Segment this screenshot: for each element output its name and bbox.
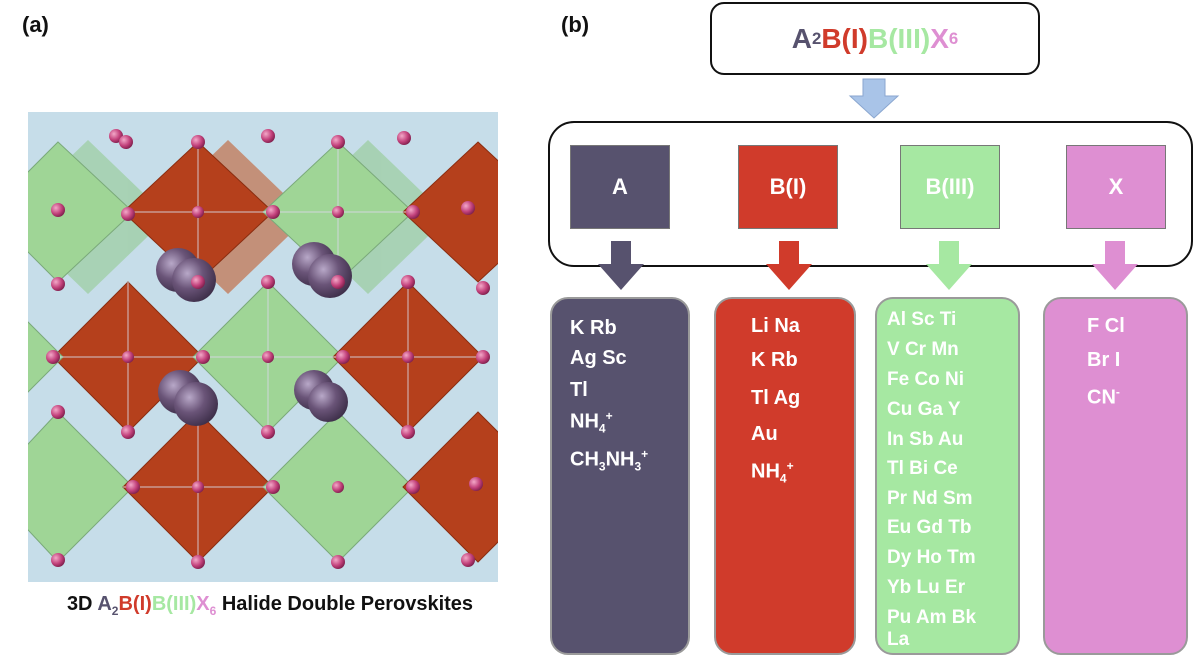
card-x-cn: CN [1087,386,1116,409]
card-b1-row: NH4+ [751,459,794,486]
card-b1-nh: NH [751,460,780,483]
card-a-ch-sub: 3 [598,459,606,474]
formula-a-sub: 2 [811,28,822,48]
card-x-row: F Cl [1087,315,1125,337]
down-arrow-icon [598,241,644,290]
card-b1-row: K Rb [751,349,798,371]
down-arrow-icon [926,241,972,290]
card-a-nh3: NH [605,448,635,471]
card-b3-row: Pr Nd Sm [887,488,973,509]
caption-b1: B(I) [118,593,152,615]
card-b1-row: Au [751,423,778,445]
card-a-nh: NH [570,410,599,433]
down-arrow-icon [766,241,812,290]
caption-a: A [97,593,112,615]
caption-x-sub: 6 [209,604,217,618]
card-a-row: NH4+ [570,409,613,436]
formula-a: A [791,22,812,54]
card-a-ch: CH [570,448,599,471]
panel-b-label: (b) [561,12,590,37]
caption-suffix: Halide Double Perovskites [221,593,474,615]
card-b3-row: Pu Am Bk [887,607,977,628]
site-a-square: A [570,145,670,229]
card-x-cn-sup: - [1115,385,1120,399]
formula-b1: B(I) [821,22,868,54]
site-a-label: A [612,174,628,199]
card-b3-row: La [887,629,910,650]
card-b1-nh-sup: + [786,459,794,473]
card-x-elements: F Cl Br I CN- [1043,297,1188,655]
formula-x: X [930,22,949,54]
site-x-label: X [1108,174,1124,199]
card-b3-row: Dy Ho Tm [887,547,976,568]
site-group-box [548,121,1193,267]
card-a-elements: K Rb Ag Sc Tl NH4+ CH3NH3+ [550,297,690,655]
site-b1-label: B(I) [769,174,807,199]
down-arrow-icon [1092,241,1138,290]
card-x-row: CN- [1087,385,1120,410]
card-a-nh-sup: + [605,409,613,423]
perovskite-crystal-image [28,112,498,582]
site-x-square: X [1066,145,1166,229]
card-b1-nh-sub: 4 [779,471,787,486]
site-b1-square: B(I) [738,145,838,229]
caption-a-sub: 2 [111,604,119,618]
card-x-row: Br I [1087,349,1121,371]
site-b3-label: B(III) [925,174,975,199]
card-b1-row: Li Na [751,315,800,337]
down-arrow-icon [848,78,900,119]
panel-a-label: (a) [22,12,49,37]
caption-prefix: 3D [66,593,93,615]
card-b3-row: V Cr Mn [887,339,959,360]
caption-x: X [196,593,210,615]
figure-caption: 3D A2B(I)B(III)X6 Halide Double Perovski… [0,593,540,618]
card-b3-row: In Sb Au [887,429,964,450]
card-a-row: K Rb [570,317,617,339]
card-b1-row: Tl Ag [751,387,801,409]
card-b3-row: Cu Ga Y [887,399,961,420]
card-a-row: CH3NH3+ [570,447,648,474]
card-b3-row: Tl Bi Ce [887,458,958,479]
card-b3-row: Fe Co Ni [887,369,965,390]
card-a-nh3-sup: + [641,447,649,461]
card-a-nh3-sub: 3 [634,459,642,474]
site-b3-square: B(III) [900,145,1000,229]
formula-b3: B(III) [867,22,931,54]
card-b1-elements: Li Na K Rb Tl Ag Au NH4+ [714,297,856,655]
card-a-row: Ag Sc [570,347,627,369]
card-b3-elements: Al Sc Ti V Cr Mn Fe Co Ni Cu Ga Y In Sb … [875,297,1020,655]
card-b3-row: Yb Lu Er [887,577,966,598]
card-b3-row: Eu Gd Tb [887,517,972,538]
formula-x-sub: 6 [948,28,959,48]
card-a-nh-sub: 4 [598,421,606,436]
card-a-row: Tl [570,379,588,401]
card-b3-row: Al Sc Ti [887,309,957,330]
caption-b3: B(III) [151,593,197,615]
